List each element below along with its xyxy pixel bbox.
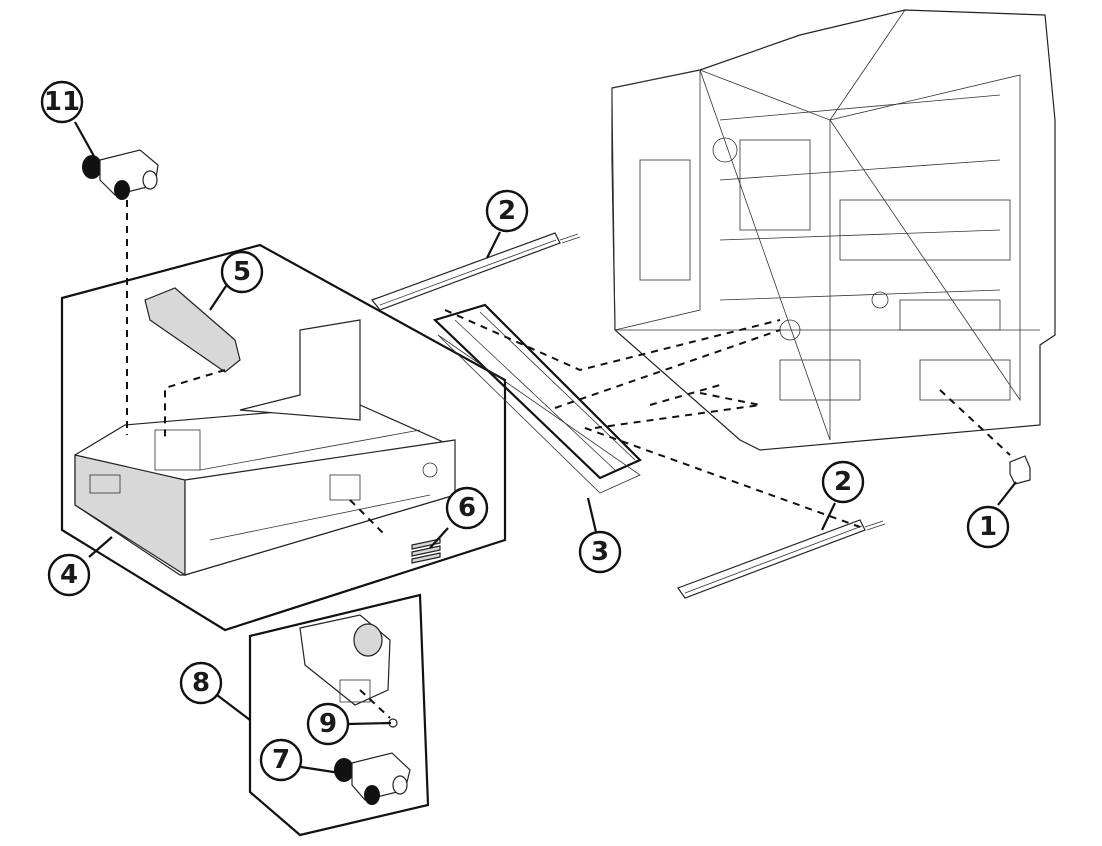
- pick-assembly[interactable]: [299, 614, 391, 706]
- spring-clip[interactable]: [411, 538, 441, 564]
- svg-text:2: 2: [834, 467, 852, 497]
- base-plate[interactable]: [432, 303, 642, 494]
- leader-lines: [74, 121, 1017, 775]
- callout-9[interactable]: 9: [306, 702, 350, 746]
- svg-text:1: 1: [979, 512, 997, 542]
- callout-4[interactable]: 4: [47, 553, 91, 597]
- printer-frame: [611, 9, 1056, 451]
- callout-8[interactable]: 8: [179, 661, 223, 705]
- paper-tray[interactable]: [74, 319, 456, 577]
- svg-text:9: 9: [319, 709, 337, 739]
- pick-roller-spare[interactable]: [82, 149, 159, 200]
- tray-rail-lower[interactable]: [677, 519, 886, 599]
- callout-2-upper[interactable]: 2: [485, 189, 529, 233]
- svg-text:2: 2: [498, 196, 516, 226]
- svg-text:4: 4: [60, 560, 78, 590]
- callout-6[interactable]: 6: [445, 486, 489, 530]
- separator-pad[interactable]: [144, 287, 241, 373]
- assembly-lines: [126, 200, 1011, 719]
- callout-11[interactable]: 11: [40, 80, 84, 124]
- svg-text:11: 11: [44, 87, 80, 117]
- tray-rail-upper[interactable]: [371, 232, 581, 311]
- svg-text:7: 7: [272, 745, 290, 775]
- connector-bracket[interactable]: [1009, 455, 1031, 485]
- callout-2-lower[interactable]: 2: [821, 460, 865, 504]
- callout-7[interactable]: 7: [259, 738, 303, 782]
- callout-1[interactable]: 1: [966, 505, 1010, 549]
- callout-3[interactable]: 3: [578, 530, 622, 574]
- svg-text:6: 6: [458, 493, 476, 523]
- pick-group-outline: [248, 593, 430, 837]
- svg-text:8: 8: [192, 668, 210, 698]
- svg-text:5: 5: [233, 257, 251, 287]
- svg-text:3: 3: [591, 537, 609, 567]
- callout-5[interactable]: 5: [220, 250, 264, 294]
- tray-group-outline: [60, 243, 507, 632]
- pick-roller[interactable]: [334, 752, 411, 805]
